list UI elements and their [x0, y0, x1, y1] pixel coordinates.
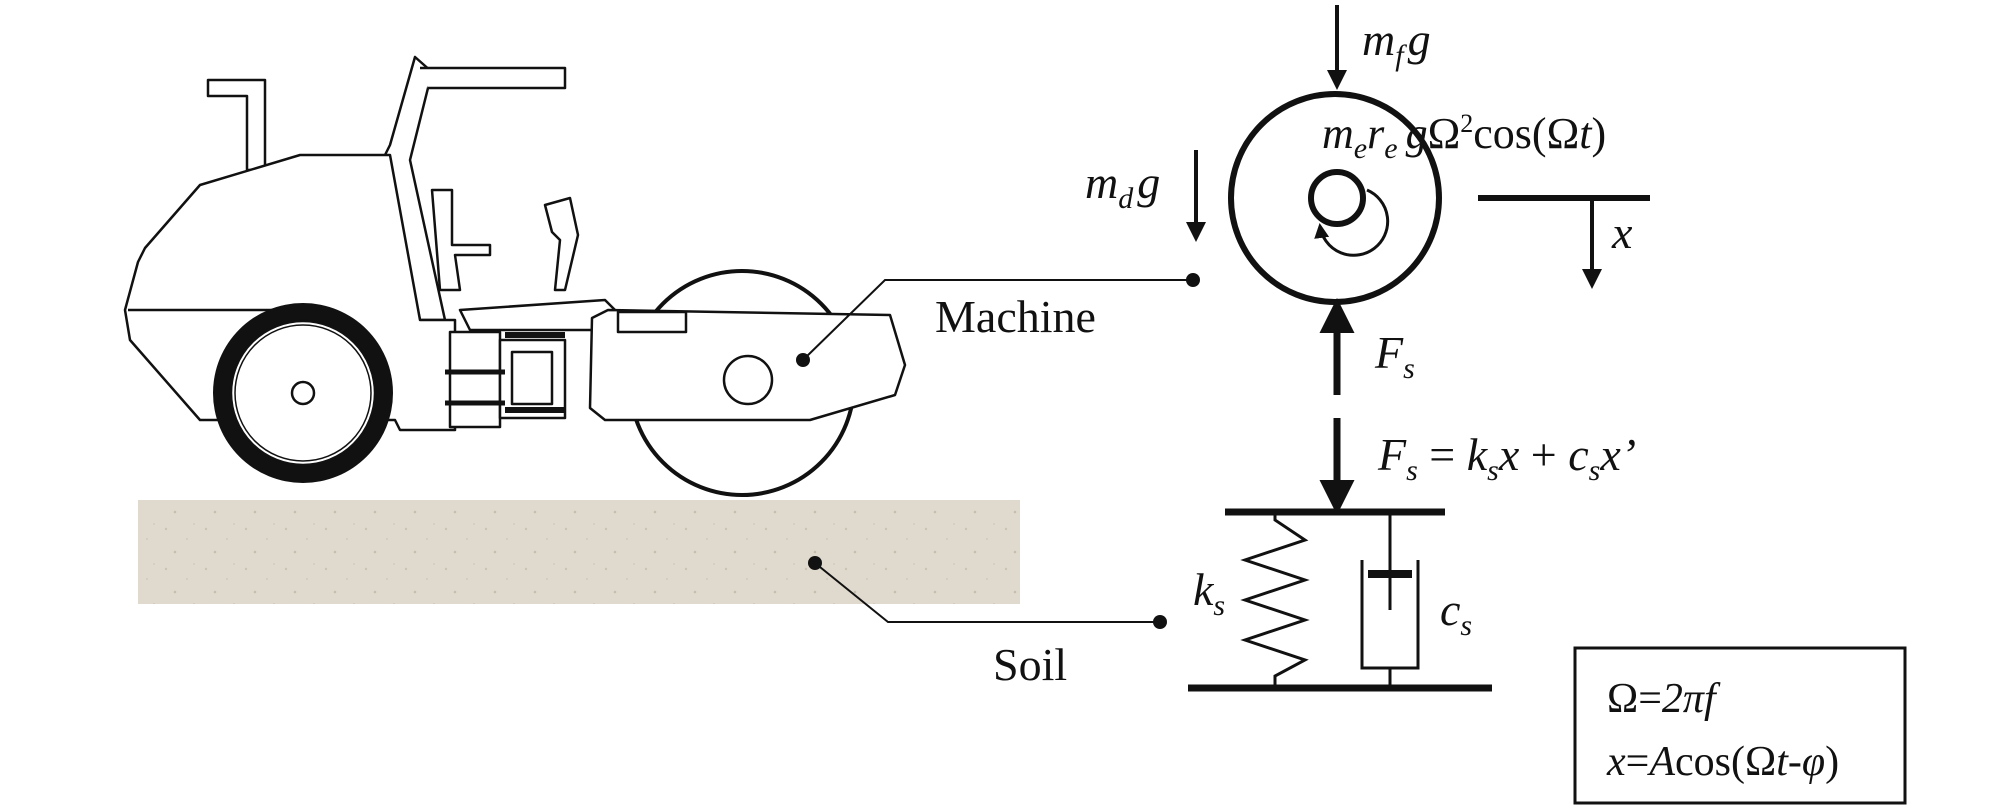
mdg-label: mdg — [1085, 157, 1160, 215]
eccentric-mass — [1308, 169, 1366, 227]
fs-label: Fs — [1374, 327, 1415, 385]
cs-label: cs — [1440, 584, 1472, 642]
frame-plate — [616, 310, 688, 334]
fs-equation: Fs = ksx + csx’ — [1377, 429, 1636, 487]
soil-label: Soil — [993, 639, 1067, 690]
rear-wheel — [213, 303, 393, 483]
formula-x: x=Acos(Ωt-φ) — [1606, 739, 1839, 785]
formula-box — [1573, 646, 1907, 805]
steering — [543, 196, 580, 292]
machine-leader — [802, 279, 1193, 361]
ks-label: ks — [1193, 564, 1225, 622]
leader-lines — [796, 273, 1200, 629]
rotation-arrow-icon — [1314, 188, 1390, 257]
seat — [430, 188, 492, 292]
formula-omega: Ω=2πf — [1607, 676, 1721, 722]
spring-dashpot — [1188, 508, 1492, 692]
canopy-bar — [420, 66, 567, 90]
x-label: x — [1611, 207, 1633, 258]
soil-leader — [814, 562, 1160, 623]
roller-compactor — [123, 55, 907, 497]
soil-layer — [138, 500, 1020, 604]
spring-icon — [1240, 512, 1310, 688]
free-body-drum — [1228, 91, 1442, 305]
machine-label: Machine — [935, 291, 1096, 342]
exhaust-pipe — [206, 78, 267, 172]
drum-hub — [722, 354, 774, 406]
articulation-joint — [445, 330, 567, 429]
mfg-label: mfg — [1362, 14, 1431, 72]
dashpot-piston — [1368, 570, 1412, 578]
